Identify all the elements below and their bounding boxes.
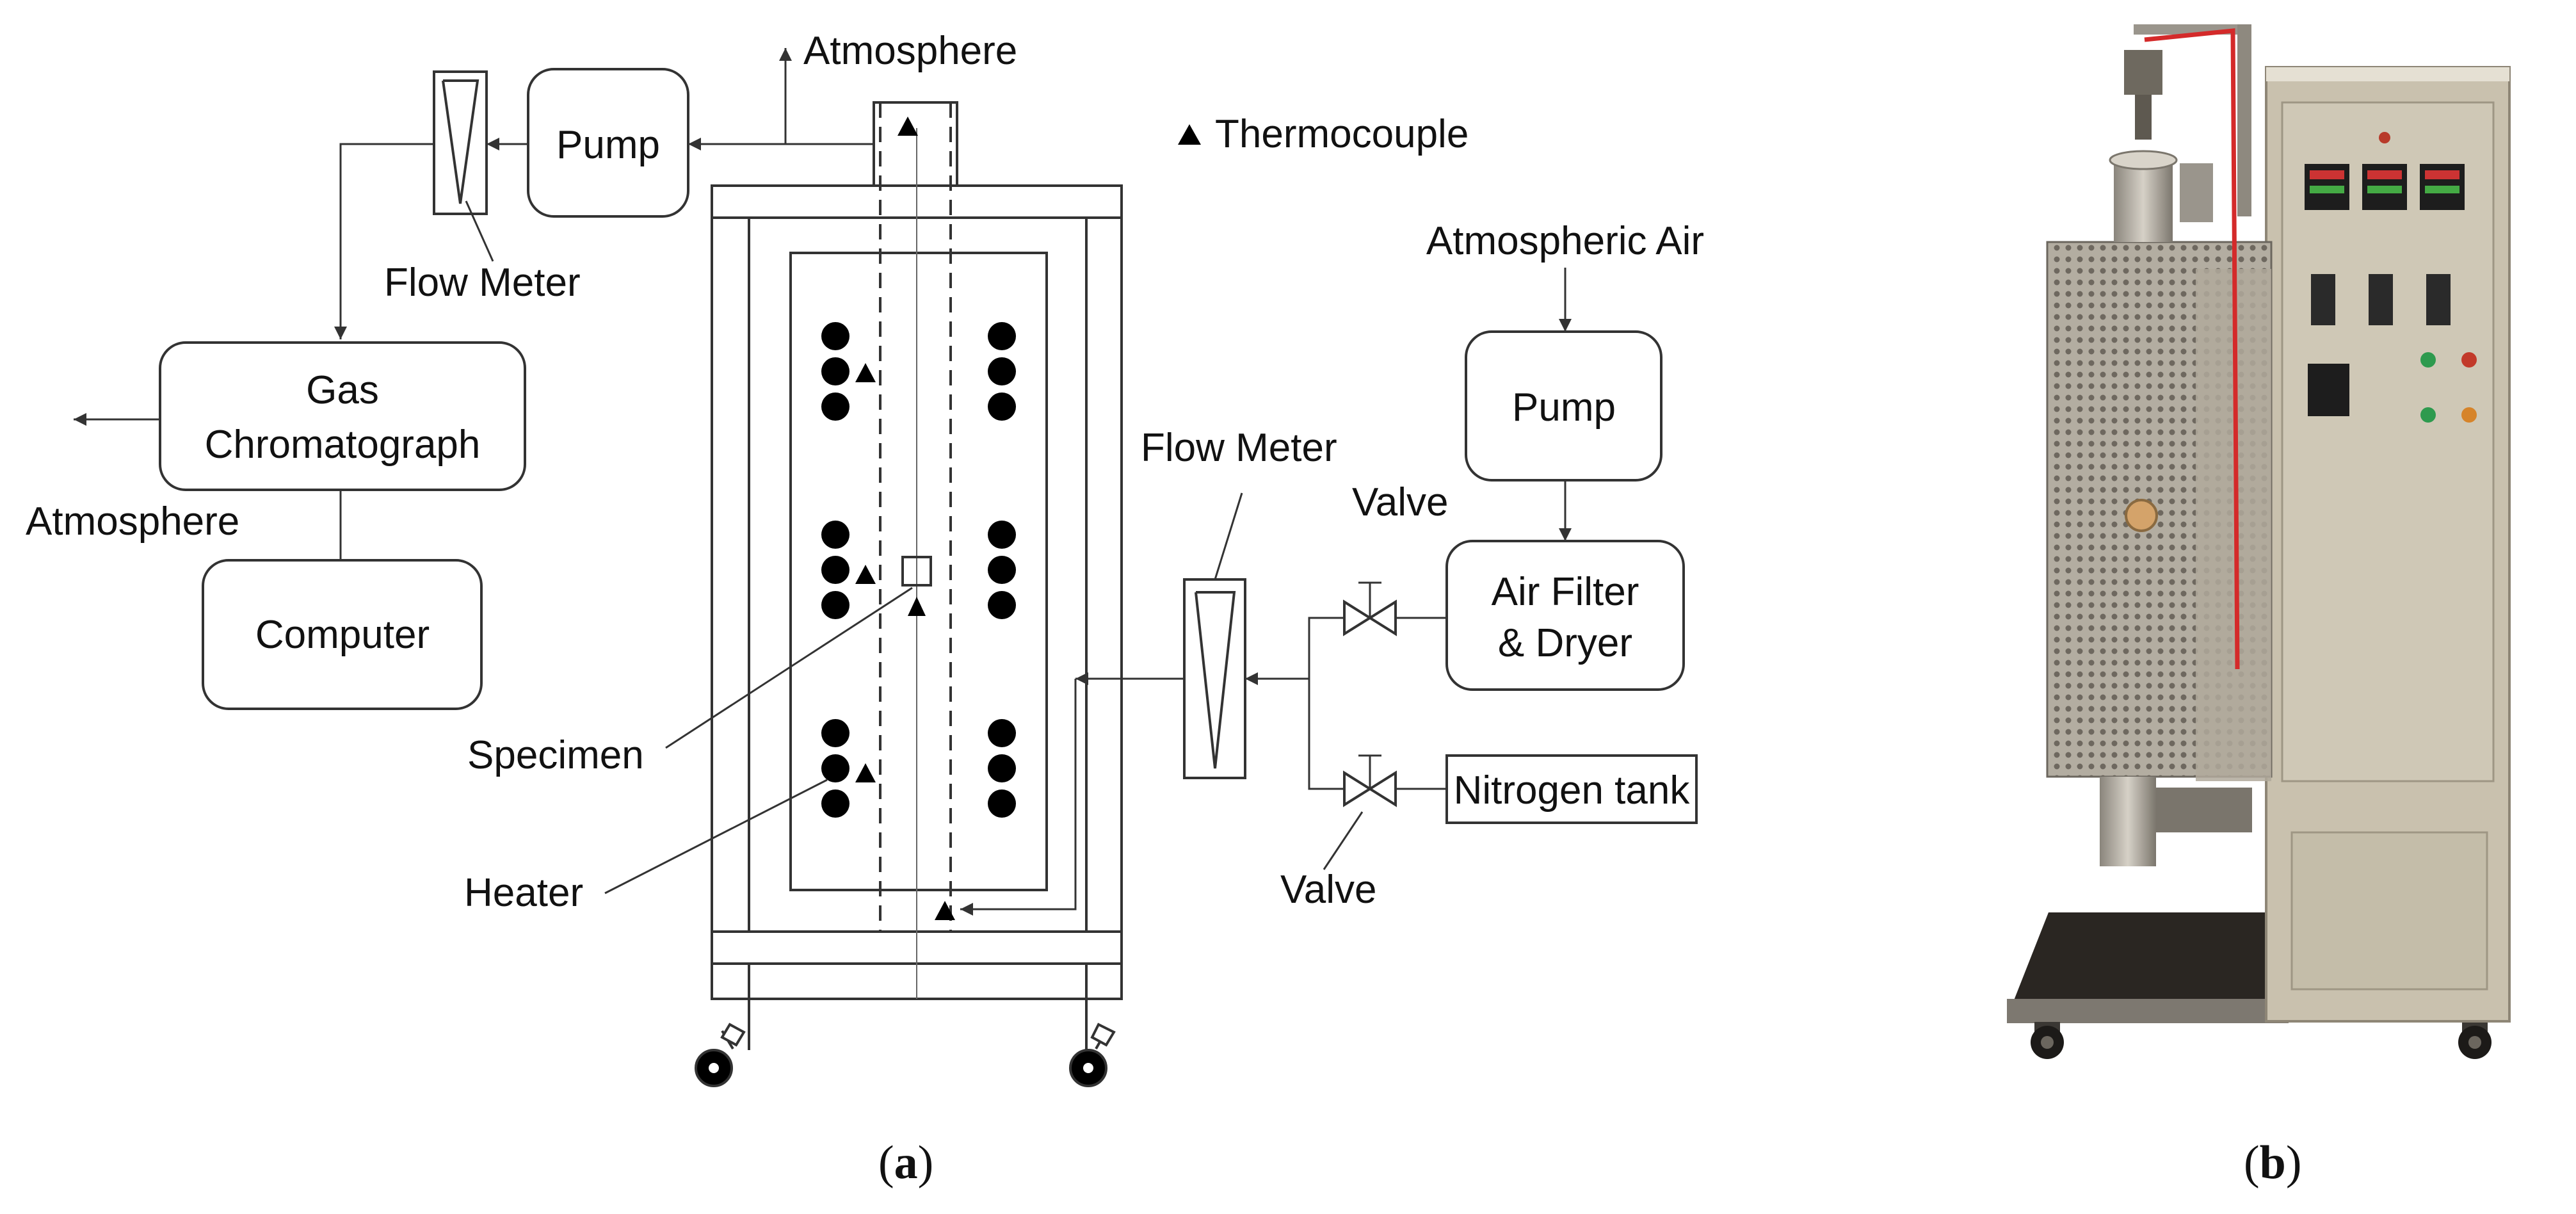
photo-bottom-fittings [2156,788,2252,832]
valve-top [1343,581,1397,636]
photo-indicator-lamp [2379,132,2390,143]
caption-b: (b) [2244,1137,2301,1189]
label-gc-line2: Chromatograph [205,423,481,467]
valve-manifold [1308,617,1344,790]
photo-temp-controllers [2305,164,2465,210]
photo-wheel-right [2458,1022,2491,1059]
air-filter-box [1445,540,1685,691]
flow-meter-right-box [1183,578,1246,779]
flow-meter-left-cone [442,79,479,204]
label-atmospheric-air: Atmospheric Air [1426,219,1704,263]
flow-meter-left-leader [465,200,494,262]
flow-meter-left-box [433,70,488,215]
caption-a: (a) [878,1137,933,1189]
label-air-filter-line2: & Dryer [1498,621,1632,665]
photo-viewport [2125,499,2158,532]
label-pump-right: Pump [1512,385,1616,430]
heater-leader [604,779,828,894]
label-nitrogen-tank: Nitrogen tank [1454,768,1691,813]
specimen-box [901,556,932,587]
label-atmosphere-top: Atmosphere [803,29,1017,73]
photo-base-plate [2007,912,2273,1018]
photo-lift-clamp [2124,50,2162,95]
photo-base-front [2007,999,2289,1023]
flowmeter-to-gc [334,143,434,339]
photo-cabinet-lower-door [2290,831,2488,991]
label-gc-line1: Gas [306,368,379,412]
label-thermocouple: Thermocouple [1215,112,1469,156]
gas-inlet-line [960,679,1077,916]
label-computer: Computer [255,613,430,657]
photo-top-tube-rim [2109,150,2178,170]
label-pump-left: Pump [556,123,660,167]
photo-lift-post [2237,24,2251,216]
photo-top-flange [2180,163,2213,222]
photo-thermocouple-wire [2144,28,2240,670]
label-heater: Heater [464,871,583,915]
specimen-leader [665,587,913,749]
valve-bottom-leader [1323,811,1364,870]
photo-buttons [2420,352,2477,423]
photo-bottom-tube [2100,777,2156,866]
wheel-right [1069,1023,1116,1087]
flow-meter-right-cone [1195,591,1236,769]
heater-elements [821,322,1016,818]
photo-timer-display [2308,364,2349,416]
computer-box [202,559,483,710]
label-flow-meter-right: Flow Meter [1141,426,1337,470]
gas-chromatograph-box [159,341,526,491]
photo-wheel-left [2031,1022,2064,1059]
label-valve-bottom: Valve [1280,868,1377,912]
label-atmosphere-left: Atmosphere [26,499,239,544]
label-specimen: Specimen [467,733,644,777]
pump-left-box [527,68,689,218]
label-valve-top: Valve [1352,480,1449,524]
valve-bottom [1343,754,1397,807]
label-flow-meter-left: Flow Meter [384,261,581,305]
schematic-panel [74,48,1698,1087]
photo-small-meters [2311,274,2451,325]
label-air-filter-line1: Air Filter [1492,570,1639,614]
photo-cabinet-top-plate [2266,67,2509,81]
heating-chamber [789,252,1048,891]
thermocouple-legend-icon [1178,124,1201,145]
schematic-labels: Atmosphere Thermocouple Pump Flow Meter … [26,29,1704,915]
photo-cabinet-panel [2281,101,2495,782]
pump-right-box [1465,330,1662,482]
photo-lift-rod [2135,95,2152,140]
furnace-photo [2007,24,2511,1059]
thermocouple-markers [855,117,955,920]
exhaust-chimney [873,101,958,187]
wheel-left [695,1023,746,1087]
photo-top-tube [2114,159,2173,242]
flow-meter-right-leader [1214,492,1243,580]
